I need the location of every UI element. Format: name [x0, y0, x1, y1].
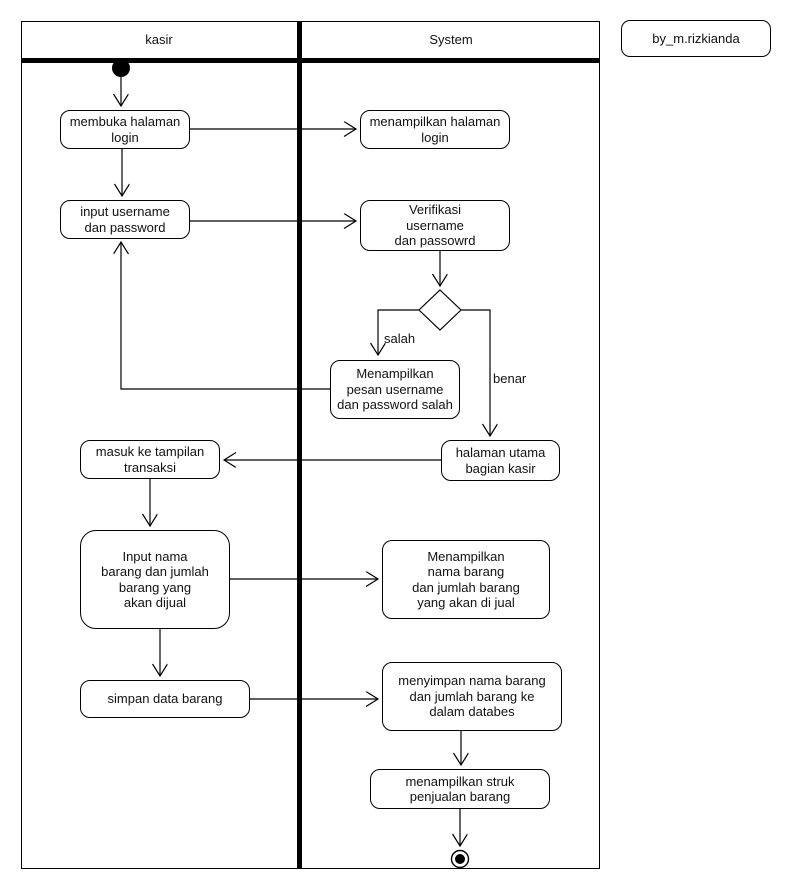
guard-label-salah: salah: [384, 331, 416, 346]
activity-menampilkan-struk: menampilkan struk penjualan barang: [370, 769, 550, 809]
credit-box: by_m.rizkianda: [621, 20, 771, 57]
end-node-inner: [455, 854, 465, 864]
activity-verifikasi: Verifikasi username dan passowrd: [360, 200, 510, 251]
activity-menampilkan-nama-barang: Menampilkan nama barang dan jumlah baran…: [382, 540, 550, 619]
activity-input-nama-barang: Input nama barang dan jumlah barang yang…: [80, 530, 230, 629]
edge-pesan-salah-loopback: [121, 242, 330, 390]
swimlane-frame: [21, 21, 600, 869]
activity-halaman-utama: halaman utama bagian kasir: [441, 440, 560, 481]
start-node: [112, 59, 130, 77]
activity-menampilkan-halaman-login: menampilkan halaman login: [360, 110, 510, 149]
lane-title-system-label: System: [429, 32, 473, 47]
activity-masuk-transaksi: masuk ke tampilan transaksi: [80, 440, 220, 479]
activity-membuka-halaman-login: membuka halaman login: [60, 110, 190, 149]
swimlane-divider: [297, 21, 302, 869]
credit-label: by_m.rizkianda: [652, 31, 740, 46]
activity-simpan-data-barang: simpan data barang: [80, 680, 250, 718]
activity-pesan-salah: Menampilkan pesan username dan password …: [330, 360, 460, 419]
edge-decision-salah: [378, 309, 419, 355]
lane-title-kasir-label: kasir: [145, 32, 173, 47]
lane-title-kasir: kasir: [21, 21, 297, 58]
activity-menyimpan-barang: menyimpan nama barang dan jumlah barang …: [382, 662, 562, 731]
decision-diamond: [418, 289, 462, 331]
activity-input-username: input username dan password: [60, 200, 190, 239]
edge-decision-benar: [461, 309, 490, 436]
lane-title-system: System: [302, 21, 600, 58]
swimlane-header-separator: [21, 58, 600, 63]
guard-label-benar: benar: [493, 371, 527, 386]
